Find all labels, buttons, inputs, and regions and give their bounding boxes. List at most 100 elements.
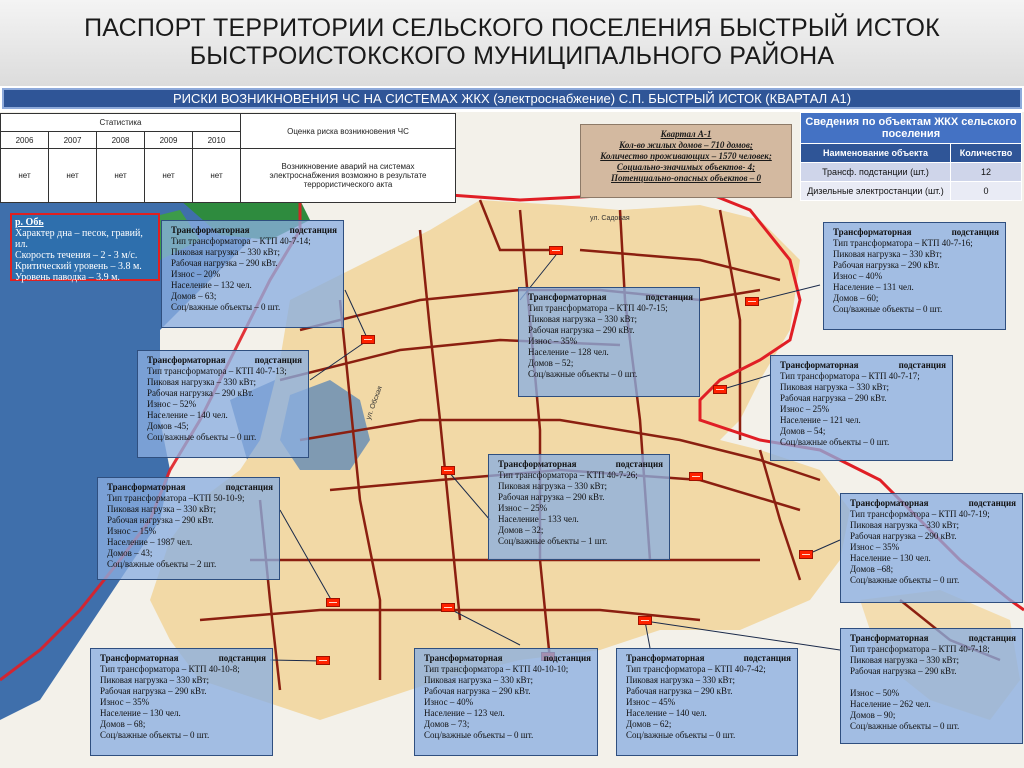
info-table-title: Сведения по объектам ЖКХ сельского посел… <box>800 112 1022 144</box>
callout-line: Рабочая нагрузка – 290 кВт. <box>833 260 940 270</box>
callout-title-word2: подстанция <box>968 633 1016 643</box>
callout-line: Пиковая нагрузка – 330 кВт; <box>498 481 607 491</box>
callout-line: Износ – 40% <box>424 697 474 707</box>
info-row-count: 0 <box>950 181 1022 201</box>
callout-line: Тип трансформатора – КТП 40-7-26; <box>498 470 638 480</box>
substation-marker[interactable] <box>689 472 703 481</box>
callout-line: Население – 121 чел. <box>780 415 861 425</box>
river-line: Скорость течения – 2 - 3 м/с. <box>15 250 138 261</box>
callout-title: Трансформаторная подстанция <box>850 633 1016 644</box>
callout-line: Соц/важные объекты – 0 шт. <box>780 437 890 447</box>
callout-line: Износ – 52% <box>147 399 197 409</box>
callout-line: Пиковая нагрузка – 330 кВт; <box>100 675 209 685</box>
year-cell: 2007 <box>48 131 97 149</box>
value-cell: нет <box>192 148 241 203</box>
callout-line: Тип трансформатора – КТП 40-7-13; <box>147 366 287 376</box>
callout-title-word2: подстанция <box>968 498 1016 508</box>
substation-marker[interactable] <box>316 656 330 665</box>
callout-line: Рабочая нагрузка – 290 кВт. <box>498 492 605 502</box>
street-label-2: ул. Садовая <box>590 215 630 222</box>
callout-line: Износ – 40% <box>833 271 883 281</box>
page-subtitle: РИСКИ ВОЗНИКНОВЕНИЯ ЧС НА СИСТЕМАХ ЖКХ (… <box>2 88 1022 109</box>
callout-title-word2: подстанция <box>743 653 791 663</box>
callout-line: Население – 128 чел. <box>528 347 609 357</box>
value-cell: нет <box>48 148 97 203</box>
substation-marker[interactable] <box>745 297 759 306</box>
callout-line: Тип трансформатора – КТП 40-10-10; <box>424 664 569 674</box>
title-bar: ПАСПОРТ ТЕРРИТОРИИ СЕЛЬСКОГО ПОСЕЛЕНИЯ Б… <box>0 0 1024 86</box>
callout-title-word2: подстанция <box>225 482 273 492</box>
river-line: Характер дна – песок, гравий, ил. <box>15 228 143 250</box>
callout-line: Износ – 45% <box>626 697 676 707</box>
callout-line: Износ – 15% <box>107 526 157 536</box>
substation-marker[interactable] <box>799 550 813 559</box>
callout-title-word1: Трансформаторная <box>850 633 929 643</box>
callout-line: Население – 130 чел. <box>850 553 931 563</box>
info-row-name: Дизельные электростанции (шт.) <box>800 181 951 201</box>
value-cell: нет <box>144 148 193 203</box>
substation-marker[interactable] <box>441 603 455 612</box>
col-count-header: Количество <box>950 143 1022 163</box>
callout-line: Население – 130 чел. <box>100 708 181 718</box>
substation-marker[interactable] <box>361 335 375 344</box>
callout-line: Соц/важные объекты – 0 шт. <box>100 730 210 740</box>
callout-line: Соц/важные объекты – 1 шт. <box>498 536 608 546</box>
callout-title-word2: подстанция <box>254 355 302 365</box>
callout-line: Домов – 52; <box>528 358 574 368</box>
callout-title-word1: Трансформаторная <box>100 653 179 663</box>
callout-line: Износ – 20% <box>171 269 221 279</box>
callout-title-word1: Трансформаторная <box>528 292 607 302</box>
callout-line: Рабочая нагрузка – 290 кВт. <box>171 258 278 268</box>
callout-line: Соц/важные объекты – 0 шт. <box>626 730 736 740</box>
substation-marker[interactable] <box>326 598 340 607</box>
callout-line: Население – 1987 чел. <box>107 537 193 547</box>
substation-marker[interactable] <box>549 246 563 255</box>
substation-marker[interactable] <box>441 466 455 475</box>
callout-line: Пиковая нагрузка – 330 кВт; <box>147 377 256 387</box>
year-cell: 2008 <box>96 131 145 149</box>
callout-title-word1: Трансформаторная <box>498 459 577 469</box>
callout-title: Трансформаторная подстанция <box>100 653 266 664</box>
river-line: Критический уровень – 3.8 м. <box>15 261 142 272</box>
substation-marker[interactable] <box>638 616 652 625</box>
callout-line: Тип трансформатора – КТП 40-7-19; <box>850 509 990 519</box>
callout-line: Население – 140 чел. <box>147 410 228 420</box>
callout-line: Износ – 35% <box>100 697 150 707</box>
callout-line: Домов – 60; <box>833 293 879 303</box>
kvartal-line: Количество проживающих – 1570 человек; <box>600 151 772 161</box>
callout-line: Пиковая нагрузка – 330 кВт; <box>171 247 280 257</box>
substation-marker[interactable] <box>713 385 727 394</box>
callout-line: Тип трансформатора – КТП 40-7-17; <box>780 371 920 381</box>
callout-line: Домов -45; <box>147 421 189 431</box>
callout-line: Тип трансформатора – КТП 40-10-8; <box>100 664 240 674</box>
callout-line: Домов – 68; <box>100 719 146 729</box>
info-row-count: 12 <box>950 162 1022 182</box>
callout-line: Рабочая нагрузка – 290 кВт. <box>780 393 887 403</box>
callout-line: Пиковая нагрузка – 330 кВт; <box>424 675 533 685</box>
callout-title-word2: подстанция <box>218 653 266 663</box>
kvartal-line: Кол-во жилых домов – 710 домов; <box>619 140 753 150</box>
info-table: Сведения по объектам ЖКХ сельского посел… <box>800 112 1022 201</box>
callout-line: Пиковая нагрузка – 330 кВт; <box>850 655 959 665</box>
callout-line: Износ – 25% <box>780 404 830 414</box>
callout-leaders <box>269 254 841 662</box>
callout-line: Соц/важные объекты – 0 шт. <box>424 730 534 740</box>
callout-title-word1: Трансформаторная <box>171 225 250 235</box>
callout-line: Рабочая нагрузка – 290 кВт. <box>850 531 957 541</box>
